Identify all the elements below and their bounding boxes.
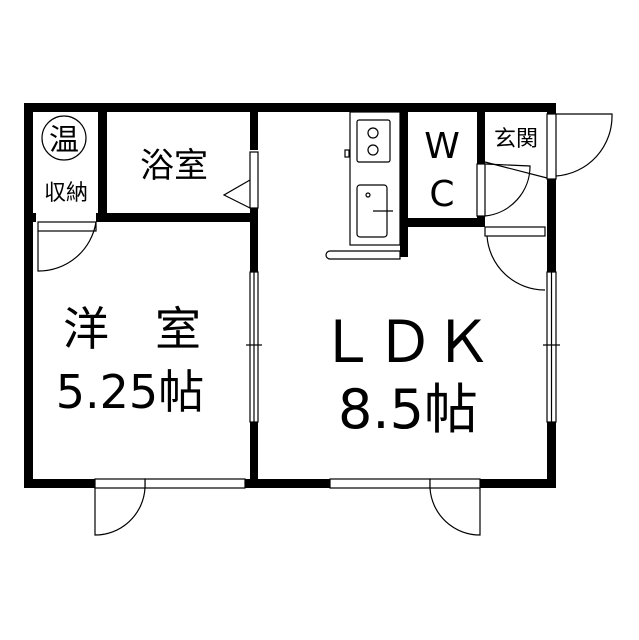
western-room-name: 洋 室 [63,302,201,356]
entrance-door[interactable] [546,113,557,180]
left-wall [24,103,33,488]
wc-door[interactable] [476,163,486,217]
top-wall [24,103,556,112]
heater-symbol: 温 [49,123,79,158]
bath-door[interactable] [249,151,259,209]
ldk-balcony-door[interactable] [429,478,481,489]
window-ldk-bottom [329,478,431,489]
wc-label-w: W [424,126,460,167]
ldk-size: 8.5帖 [338,378,478,441]
kitchen-counter [325,111,401,260]
wc-bottom-wall [400,218,485,227]
storage-bath-wall [98,103,107,222]
doors [37,113,613,536]
ldk-door[interactable] [484,226,546,237]
stove-icon [356,119,391,163]
bath-bottom-wall [24,213,258,222]
bath-label: 浴室 [140,146,208,186]
wc-label-c: C [429,174,454,215]
western-balcony-door[interactable] [94,478,146,489]
bottom-wall [24,479,556,488]
western-room-size: 5.25帖 [56,365,204,419]
storage-label: 収納 [44,181,88,206]
entrance-label: 玄関 [494,127,538,152]
ldk-name: ＬＤＫ [318,308,492,376]
kitchen-wc-wall [400,112,408,257]
window-western-bottom [144,478,246,489]
hot-water-heater-icon [41,115,87,161]
storage-door[interactable] [37,221,97,232]
